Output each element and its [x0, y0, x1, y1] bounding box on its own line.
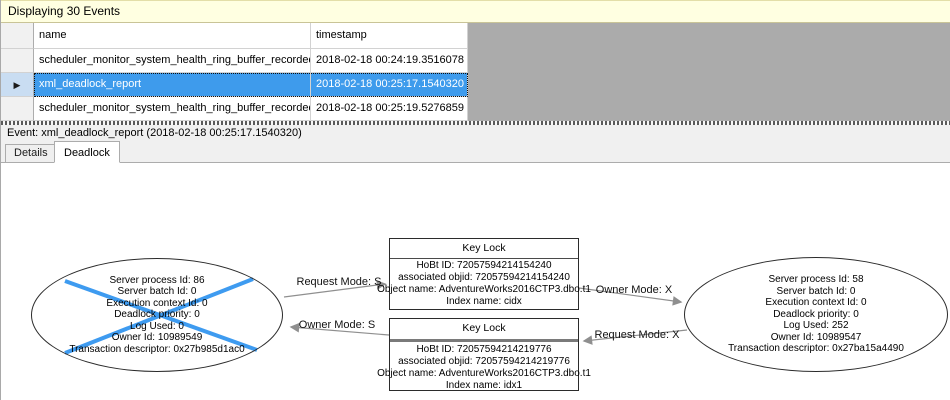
process-attr: Server process Id: 58: [768, 274, 864, 286]
process-attr: Deadlock priority: 0: [114, 309, 200, 321]
lock-attr: Index name: idx1: [445, 379, 523, 391]
process-attr: Deadlock priority: 0: [773, 308, 859, 320]
process-attr: Server batch Id: 0: [776, 285, 856, 297]
key-lock-node-bottom: Key Lock HoBt ID: 72057594214219776 asso…: [377, 318, 591, 393]
key-lock-details: HoBt ID: 72057594214219776 associated ob…: [377, 342, 591, 393]
event-timestamp-cell[interactable]: 2018-02-18 00:25:19.5276859: [311, 97, 468, 121]
event-detail-bar: Event: xml_deadlock_report (2018-02-18 0…: [1, 125, 950, 141]
event-detail-label: Event: xml_deadlock_report (2018-02-18 0…: [7, 127, 302, 139]
detail-tabstrip: Details Deadlock: [1, 141, 950, 163]
lock-attr: Index name: cidx: [446, 296, 522, 307]
process-attr: Log Used: 0: [130, 320, 184, 332]
lock-attr: Object name: AdventureWorks2016CTP3.dbo.…: [377, 367, 591, 379]
key-lock-title: Key Lock: [390, 239, 578, 259]
process-attr: Execution context Id: 0: [765, 297, 867, 309]
process-attr: Transaction descriptor: 0x27ba15a4490: [728, 343, 904, 355]
lock-attr: HoBt ID: 72057594214154240: [416, 260, 552, 271]
events-table: name timestamp scheduler_monitor_system_…: [1, 23, 468, 121]
process-node-victim: Server process Id: 86 Server batch Id: 0…: [31, 258, 283, 372]
event-name-cell[interactable]: scheduler_monitor_system_health_ring_buf…: [34, 97, 311, 121]
column-header-name[interactable]: name: [34, 23, 311, 49]
row-header[interactable]: [1, 97, 34, 121]
lock-attr: associated objid: 72057594214154240: [398, 272, 570, 283]
process-attr: Owner Id: 10989549: [111, 332, 203, 344]
event-timestamp-cell-selected[interactable]: 2018-02-18 00:25:17.1540320: [311, 73, 468, 97]
key-lock-details: HoBt ID: 72057594214154240 associated ob…: [377, 259, 591, 309]
process-node: Server process Id: 58 Server batch Id: 0…: [684, 257, 948, 372]
lock-attr: associated objid: 72057594214219776: [398, 355, 570, 367]
tab-deadlock[interactable]: Deadlock: [54, 141, 120, 163]
key-lock-node-top: Key Lock HoBt ID: 72057594214154240 asso…: [377, 238, 591, 310]
process-attr: Server process Id: 86: [109, 274, 205, 286]
events-count-bar: Displaying 30 Events: [1, 0, 950, 23]
key-lock-title: Key Lock: [390, 319, 578, 342]
lock-attr: Object name: AdventureWorks2016CTP3.dbo.…: [377, 284, 591, 295]
tab-details[interactable]: Details: [5, 144, 57, 162]
pane-splitter[interactable]: [1, 121, 950, 125]
current-row-marker-icon: ▶: [13, 80, 21, 90]
process-attr: Server batch Id: 0: [117, 286, 197, 298]
process-attr: Log Used: 252: [783, 320, 849, 332]
event-name-cell[interactable]: scheduler_monitor_system_health_ring_buf…: [34, 49, 311, 73]
process-attr: Owner Id: 10989547: [770, 331, 862, 343]
column-header-timestamp[interactable]: timestamp: [311, 23, 468, 49]
event-timestamp-cell[interactable]: 2018-02-18 00:24:19.3516078: [311, 49, 468, 73]
process-attr: Execution context Id: 0: [106, 297, 208, 309]
selected-row-header[interactable]: ▶: [1, 73, 34, 97]
process-attr: Transaction descriptor: 0x27b985d1ac0: [69, 343, 245, 355]
lock-attr: HoBt ID: 72057594214219776: [416, 343, 552, 355]
grid-corner-cell: [1, 23, 34, 49]
event-name-cell-selected[interactable]: xml_deadlock_report: [34, 73, 311, 97]
row-header[interactable]: [1, 49, 34, 73]
events-grid: name timestamp scheduler_monitor_system_…: [1, 23, 950, 121]
events-count-label: Displaying 30 Events: [8, 4, 121, 18]
